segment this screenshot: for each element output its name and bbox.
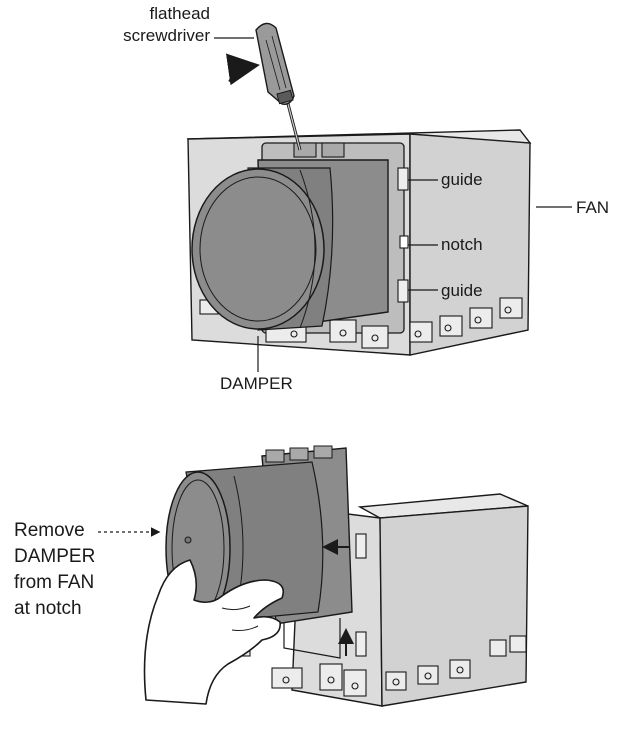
instruction-line2: DAMPER xyxy=(14,546,96,567)
notch-label: notch xyxy=(441,235,483,254)
instruction-line4: at notch xyxy=(14,598,82,619)
guide-upper-label: guide xyxy=(441,170,483,189)
screwdriver xyxy=(255,22,302,151)
top-damper xyxy=(191,159,389,331)
fan-label: FAN xyxy=(576,198,610,217)
screwdriver-label-line1: flathead xyxy=(149,4,211,23)
hand xyxy=(143,559,285,705)
screwdriver-label-line2: screwdriver xyxy=(123,26,210,45)
damper-label: DAMPER xyxy=(220,374,293,393)
rotate-arrow xyxy=(225,53,260,86)
instruction-line1: Remove xyxy=(14,520,85,541)
guide-lower-label: guide xyxy=(441,281,483,300)
top-leader-lines xyxy=(214,37,572,372)
instruction-text: Remove DAMPER from FAN at notch xyxy=(14,518,95,622)
instruction-line3: from FAN xyxy=(14,572,95,593)
